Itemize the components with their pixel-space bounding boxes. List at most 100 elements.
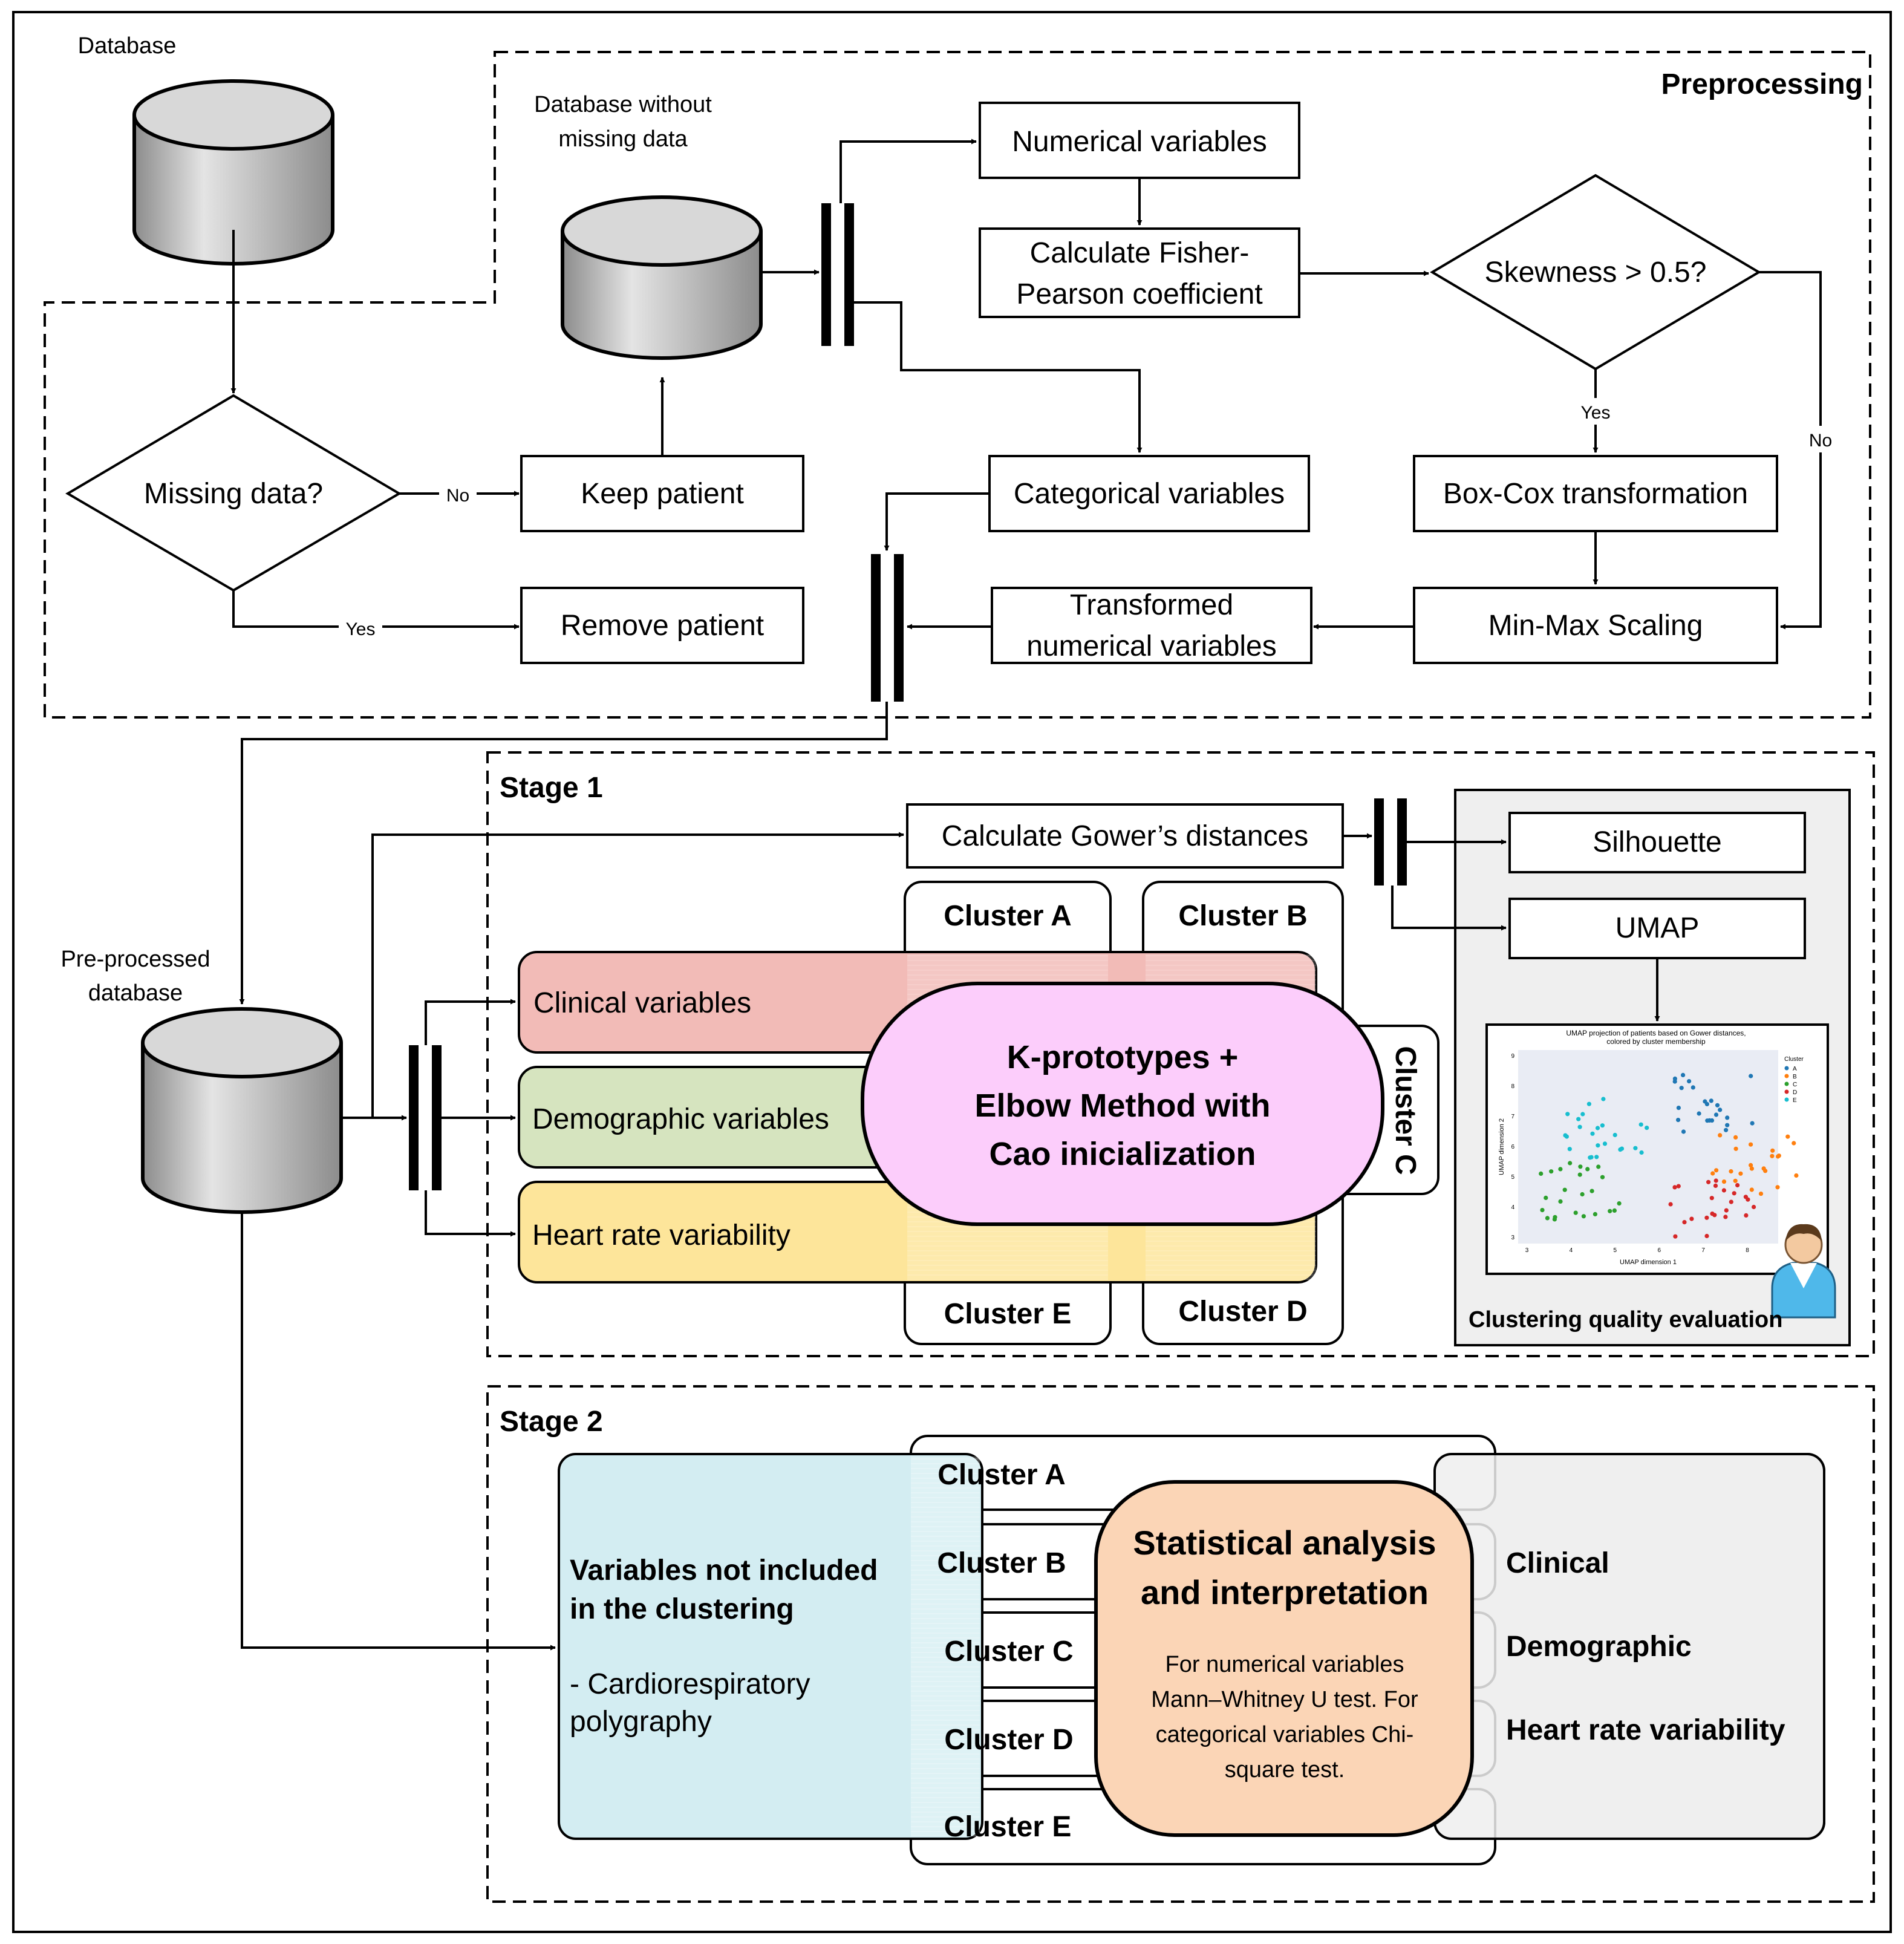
yes-label-2: Yes: [1581, 403, 1611, 423]
umap-point: [1733, 1146, 1738, 1151]
k-prototypes-text-3: Cao inicialization: [989, 1136, 1256, 1172]
umap-point: [1676, 1184, 1681, 1189]
keep-patient-text: Keep patient: [581, 478, 744, 510]
umap-y-tick: 3: [1511, 1235, 1514, 1241]
umap-point: [1682, 1220, 1687, 1225]
umap-point: [1589, 1155, 1594, 1160]
not-included-text-2: in the clustering: [570, 1593, 794, 1625]
cluster-a-label: Cluster A: [944, 900, 1072, 932]
umap-point: [1595, 1126, 1600, 1130]
umap-point: [1558, 1199, 1563, 1204]
missing-data-text: Missing data?: [144, 478, 323, 510]
umap-thumb-title-2: colored by cluster membership: [1606, 1037, 1706, 1046]
statistical-analysis-box: [1094, 1480, 1474, 1837]
no-label-1: No: [446, 486, 469, 506]
umap-point: [1596, 1164, 1601, 1169]
umap-point: [1744, 1213, 1749, 1218]
umap-point: [1732, 1191, 1736, 1196]
umap-point: [1725, 1115, 1730, 1120]
umap-x-tick: 6: [1657, 1247, 1661, 1254]
umap-text: UMAP: [1615, 912, 1700, 944]
umap-point: [1567, 1147, 1572, 1152]
remove-patient-text: Remove patient: [561, 610, 764, 642]
demographic-label: Demographic: [1506, 1631, 1692, 1663]
umap-thumb-ylabel: UMAP dimension 2: [1498, 1118, 1505, 1175]
umap-legend-marker: [1784, 1097, 1789, 1102]
cardio-text-1: - Cardiorespiratory: [570, 1668, 810, 1700]
umap-thumb-legend-title: Cluster: [1784, 1056, 1804, 1063]
box-cox-text: Box-Cox transformation: [1443, 478, 1748, 510]
umap-legend-label: B: [1793, 1074, 1797, 1080]
umap-point: [1600, 1123, 1605, 1128]
stage2-cluster-e-label: Cluster E: [944, 1811, 1072, 1843]
umap-point: [1562, 1187, 1567, 1192]
gower-box: [906, 803, 1344, 869]
stage-1-title: Stage 1: [500, 772, 603, 804]
transformed-text-1: Transformed: [1070, 589, 1233, 621]
umap-point: [1585, 1167, 1590, 1172]
umap-point: [1776, 1154, 1781, 1159]
preprocessed-label-1: Pre-processed: [60, 947, 210, 972]
categorical-variables-text: Categorical variables: [1014, 478, 1285, 510]
umap-point: [1713, 1183, 1718, 1188]
umap-point: [1735, 1182, 1740, 1188]
umap-point: [1545, 1216, 1550, 1221]
umap-y-tick: 4: [1511, 1204, 1514, 1211]
umap-point: [1639, 1150, 1644, 1155]
umap-point: [1594, 1155, 1599, 1160]
umap-thumb-xlabel: UMAP dimension 1: [1620, 1259, 1677, 1266]
umap-point: [1638, 1122, 1643, 1127]
umap-thumb-title-1: UMAP projection of patients based on Gow…: [1566, 1029, 1746, 1037]
umap-point: [1601, 1097, 1606, 1101]
demographic-variables-text: Demographic variables: [532, 1103, 829, 1135]
fork-bar-3a: [409, 1045, 419, 1190]
umap-point: [1713, 1112, 1719, 1117]
umap-point: [1568, 1161, 1573, 1166]
skewness-text: Skewness > 0.5?: [1485, 256, 1707, 289]
cluster-b-label: Cluster B: [1178, 900, 1307, 932]
umap-point: [1668, 1202, 1673, 1207]
no-label-2: No: [1809, 431, 1832, 451]
umap-point: [1724, 1127, 1729, 1132]
stat-title-2: and interpretation: [1141, 1573, 1429, 1611]
stat-title-1: Statistical analysis: [1133, 1524, 1436, 1562]
quality-evaluation-label: Clustering quality evaluation: [1469, 1307, 1782, 1332]
umap-point: [1612, 1132, 1617, 1138]
umap-point: [1573, 1210, 1578, 1215]
umap-point: [1710, 1171, 1715, 1176]
umap-point: [1565, 1112, 1570, 1117]
fork-bar-2b: [894, 554, 904, 702]
umap-point: [1704, 1215, 1709, 1220]
umap-point: [1590, 1131, 1595, 1136]
umap-point: [1676, 1106, 1681, 1111]
umap-point: [1576, 1117, 1581, 1121]
preprocessed-database-cylinder-icon: [141, 1007, 343, 1214]
umap-point: [1707, 1118, 1712, 1123]
umap-point: [1703, 1099, 1707, 1104]
k-prototypes-text-2: Elbow Method with: [975, 1088, 1271, 1124]
umap-point: [1544, 1195, 1548, 1200]
umap-point: [1733, 1135, 1738, 1140]
umap-point: [1563, 1133, 1568, 1138]
umap-point: [1718, 1133, 1723, 1138]
stage-2-region: [486, 1385, 1875, 1903]
umap-point: [1714, 1168, 1719, 1173]
fork-bar-1b: [844, 203, 854, 346]
fisher-pearson-text-2: Pearson coefficient: [1016, 278, 1262, 310]
yes-label-1: Yes: [346, 619, 376, 639]
umap-y-tick: 5: [1511, 1174, 1514, 1181]
umap-x-tick: 7: [1701, 1247, 1705, 1254]
preprocessing-region: [44, 51, 1871, 719]
umap-point: [1581, 1214, 1586, 1219]
hrv-text: Heart rate variability: [532, 1219, 791, 1251]
umap-point: [1602, 1141, 1608, 1146]
stage-1-region: [486, 751, 1875, 1357]
umap-x-tick: 4: [1570, 1247, 1573, 1254]
clinical-label: Clinical: [1506, 1547, 1609, 1579]
umap-point: [1775, 1185, 1780, 1190]
umap-legend-marker: [1784, 1066, 1789, 1071]
umap-point: [1709, 1196, 1714, 1201]
umap-point: [1619, 1146, 1625, 1151]
umap-point: [1749, 1187, 1754, 1192]
